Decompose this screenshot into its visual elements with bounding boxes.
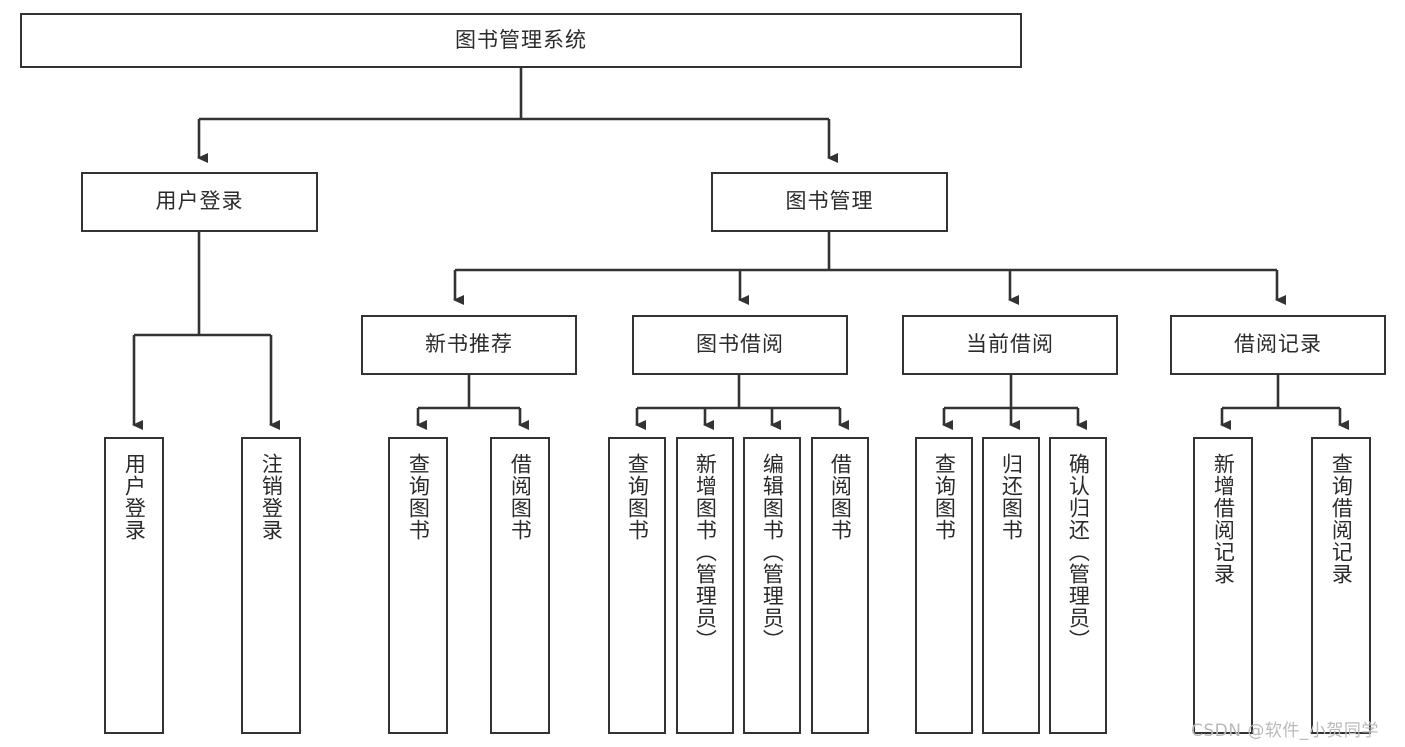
node-leaf-add-record-label: 新增借阅记录 (1211, 453, 1236, 585)
node-leaf-user-logout[interactable]: 注销登录 (241, 437, 301, 734)
node-leaf-borrow-book-2-label: 借阅图书 (828, 453, 853, 541)
node-leaf-add-record[interactable]: 新增借阅记录 (1193, 437, 1253, 734)
node-leaf-user-logout-label: 注销登录 (259, 453, 284, 541)
node-book-borrow-label: 图书借阅 (696, 332, 784, 357)
node-leaf-query-book-1-label: 查询图书 (406, 453, 431, 541)
node-book-management[interactable]: 图书管理 (711, 172, 948, 232)
node-leaf-query-book-1[interactable]: 查询图书 (388, 437, 448, 734)
node-book-borrow[interactable]: 图书借阅 (632, 315, 848, 375)
node-leaf-query-book-2[interactable]: 查询图书 (608, 437, 666, 734)
node-leaf-query-record-label: 查询借阅记录 (1329, 453, 1354, 585)
node-leaf-user-login-label: 用户登录 (122, 453, 147, 541)
node-leaf-borrow-book-1-label: 借阅图书 (508, 453, 533, 541)
node-borrow-record[interactable]: 借阅记录 (1170, 315, 1386, 375)
node-leaf-query-book-3-label: 查询图书 (932, 453, 957, 541)
node-leaf-borrow-book-1[interactable]: 借阅图书 (490, 437, 550, 734)
node-new-book-recommend-label: 新书推荐 (425, 332, 513, 357)
node-leaf-add-book-label: 新增图书（管理员） (693, 453, 718, 651)
node-leaf-edit-book[interactable]: 编辑图书（管理员） (743, 437, 801, 734)
node-leaf-query-book-3[interactable]: 查询图书 (915, 437, 973, 734)
node-leaf-query-record[interactable]: 查询借阅记录 (1311, 437, 1371, 734)
node-leaf-borrow-book-2[interactable]: 借阅图书 (811, 437, 869, 734)
node-user-login-label: 用户登录 (155, 189, 244, 214)
node-leaf-add-book[interactable]: 新增图书（管理员） (676, 437, 734, 734)
node-leaf-confirm-return-label: 确认归还（管理员） (1066, 453, 1091, 651)
node-leaf-user-login[interactable]: 用户登录 (104, 437, 164, 734)
csdn-watermark: CSDN @软件_小贺同学 (1191, 721, 1379, 741)
node-leaf-return-book-label: 归还图书 (999, 453, 1024, 541)
node-borrow-record-label: 借阅记录 (1234, 332, 1322, 357)
node-root[interactable]: 图书管理系统 (20, 13, 1022, 68)
node-book-management-label: 图书管理 (785, 189, 874, 214)
node-leaf-query-book-2-label: 查询图书 (625, 453, 650, 541)
node-user-login[interactable]: 用户登录 (81, 172, 318, 232)
node-new-book-recommend[interactable]: 新书推荐 (361, 315, 577, 375)
node-leaf-edit-book-label: 编辑图书（管理员） (760, 453, 785, 651)
node-current-borrow-label: 当前借阅 (966, 332, 1054, 357)
node-current-borrow[interactable]: 当前借阅 (902, 315, 1118, 375)
node-leaf-return-book[interactable]: 归还图书 (982, 437, 1040, 734)
node-root-label: 图书管理系统 (455, 27, 587, 52)
node-leaf-confirm-return[interactable]: 确认归还（管理员） (1049, 437, 1107, 734)
